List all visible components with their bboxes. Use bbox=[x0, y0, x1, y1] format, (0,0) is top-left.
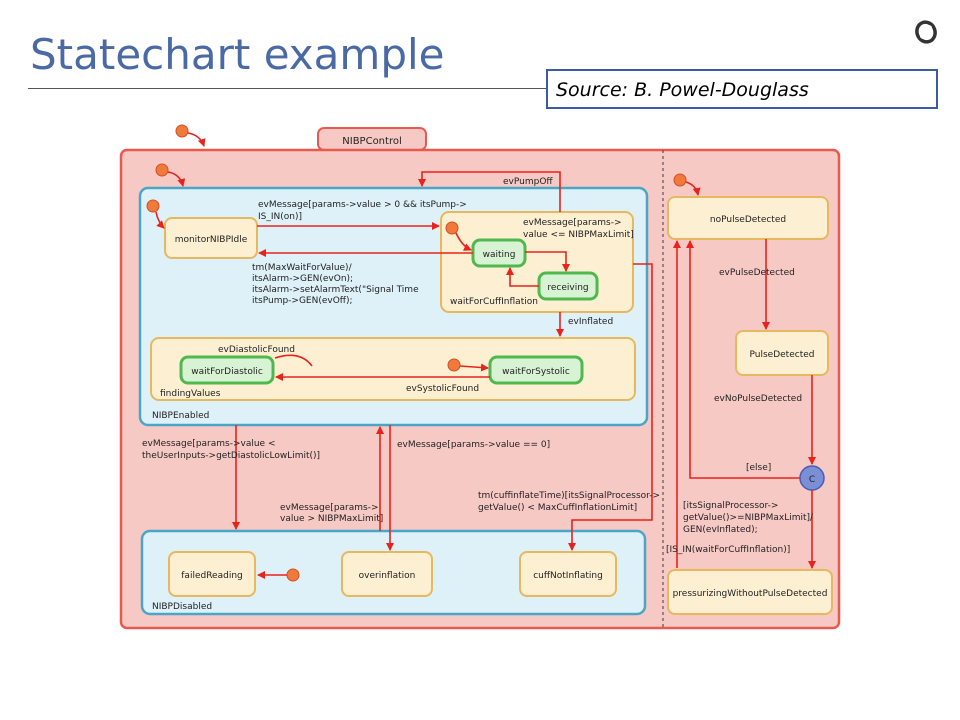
state-no-pulse-label: noPulseDetected bbox=[710, 215, 786, 225]
state-cuff-not-inflating: cuffNotInflating bbox=[519, 551, 617, 597]
omega-logo-icon bbox=[915, 20, 937, 44]
state-wait-systolic-label: waitForSystolic bbox=[502, 367, 570, 377]
state-waiting: waiting bbox=[471, 238, 527, 268]
label-diastolic-line1: evMessage[params->value < bbox=[142, 439, 276, 449]
initial-dot-idle bbox=[146, 199, 165, 229]
transition-else bbox=[686, 240, 800, 479]
state-overinflation: overinflation bbox=[341, 551, 433, 597]
label-over-line1: evMessage[params-> bbox=[280, 503, 379, 513]
state-waiting-label: waiting bbox=[483, 250, 516, 260]
label-ev-pump-off: evPumpOff bbox=[503, 177, 553, 187]
slide-title: Statechart example bbox=[30, 30, 445, 79]
label-sig-line3: GEN(evInflated); bbox=[683, 525, 758, 535]
source-box: Source: B. Powel-Douglass bbox=[546, 69, 938, 109]
label-ev-no-pulse-detected: evNoPulseDetected bbox=[714, 394, 802, 404]
state-pressurizing-label: pressurizingWithoutPulseDetected bbox=[673, 589, 828, 599]
label-tm-line1: tm(MaxWaitForValue)/ bbox=[252, 263, 353, 273]
transition-cuff-not-inflating bbox=[568, 263, 653, 551]
state-finding-values-label: findingValues bbox=[160, 389, 221, 399]
label-ev-inflated: evInflated bbox=[568, 317, 613, 327]
label-is-in: [IS_IN(waitForCuffInflation)] bbox=[666, 545, 790, 555]
label-else: [else] bbox=[746, 463, 771, 473]
transition-receiving-to-waiting bbox=[506, 267, 539, 287]
condition-connector: C bbox=[799, 465, 825, 491]
state-receiving: receiving bbox=[537, 271, 599, 301]
state-pulse-detected: PulseDetected bbox=[735, 330, 829, 376]
state-receiving-label: receiving bbox=[547, 283, 588, 293]
state-pulse-detected-label: PulseDetected bbox=[750, 350, 815, 360]
label-pump-line1: evMessage[params->value > 0 && itsPump-> bbox=[258, 200, 467, 210]
transition-waiting-to-receiving bbox=[525, 251, 570, 272]
source-text: Source: B. Powel-Douglass bbox=[556, 79, 809, 101]
label-ev-pulse-detected: evPulseDetected bbox=[719, 268, 795, 278]
label-value-zero: evMessage[params->value == 0] bbox=[397, 440, 550, 450]
label-cuff-line2: getValue() < MaxCuffInflationLimit] bbox=[478, 503, 637, 513]
initial-dot-systolic bbox=[447, 358, 489, 372]
initial-dot-no-pulse bbox=[673, 173, 701, 196]
label-sig-line2: getValue()>=NIBPMaxLimit]/ bbox=[683, 513, 814, 523]
state-nibp-control-label: NIBPControl bbox=[342, 136, 401, 147]
title-underline bbox=[28, 88, 548, 89]
state-failed-reading: failedReading bbox=[168, 551, 256, 597]
label-maxlimit-line1: evMessage[params-> bbox=[523, 218, 622, 228]
state-monitor-idle-label: monitorNIBPIdle bbox=[175, 235, 248, 245]
label-ev-systolic-found: evSystolicFound bbox=[406, 384, 479, 394]
state-wait-cuff-label: waitForCuffInflation bbox=[450, 297, 538, 307]
initial-dot-control bbox=[175, 124, 206, 147]
state-no-pulse: noPulseDetected bbox=[667, 196, 829, 240]
state-monitor-idle: monitorNIBPIdle bbox=[164, 217, 258, 259]
state-pressurizing: pressurizingWithoutPulseDetected bbox=[667, 569, 833, 615]
state-overinflation-label: overinflation bbox=[359, 571, 416, 581]
state-wait-diastolic-label: waitForDiastolic bbox=[191, 367, 263, 377]
state-wait-diastolic: waitForDiastolic bbox=[179, 355, 275, 385]
transition-pump-off bbox=[418, 171, 561, 212]
state-failed-reading-label: failedReading bbox=[181, 571, 242, 581]
label-tm-line4: itsPump->GEN(evOff); bbox=[252, 296, 353, 306]
label-over-line2: value > NIBPMaxLimit] bbox=[280, 514, 383, 524]
label-tm-line2: itsAlarm->GEN(evOn); bbox=[252, 274, 353, 284]
initial-dot-failed bbox=[257, 568, 300, 582]
label-maxlimit-line2: value <= NIBPMaxLimit] bbox=[523, 230, 634, 240]
state-nibp-enabled-label: NIBPEnabled bbox=[152, 411, 209, 421]
label-cuff-line1: tm(cuffinflateTime)[itsSignalProcessor-> bbox=[478, 491, 660, 501]
state-wait-systolic: waitForSystolic bbox=[488, 355, 584, 385]
state-cuff-not-inflating-label: cuffNotInflating bbox=[533, 571, 603, 581]
state-nibp-disabled-label: NIBPDisabled bbox=[152, 602, 212, 612]
label-sig-line1: [itsSignalProcessor-> bbox=[683, 501, 778, 511]
condition-connector-label: C bbox=[809, 475, 815, 485]
initial-dot-waiting bbox=[445, 221, 472, 251]
label-tm-line3: itsAlarm->setAlarmText("Signal Time bbox=[252, 285, 419, 295]
label-diastolic-line2: theUserInputs->getDiastolicLowLimit()] bbox=[142, 451, 320, 461]
label-pump-line2: IS_IN(on)] bbox=[258, 212, 302, 222]
transition-diastolic-found bbox=[274, 354, 313, 367]
initial-dot-enabled bbox=[155, 163, 186, 187]
label-ev-diastolic-found: evDiastolicFound bbox=[218, 345, 295, 355]
